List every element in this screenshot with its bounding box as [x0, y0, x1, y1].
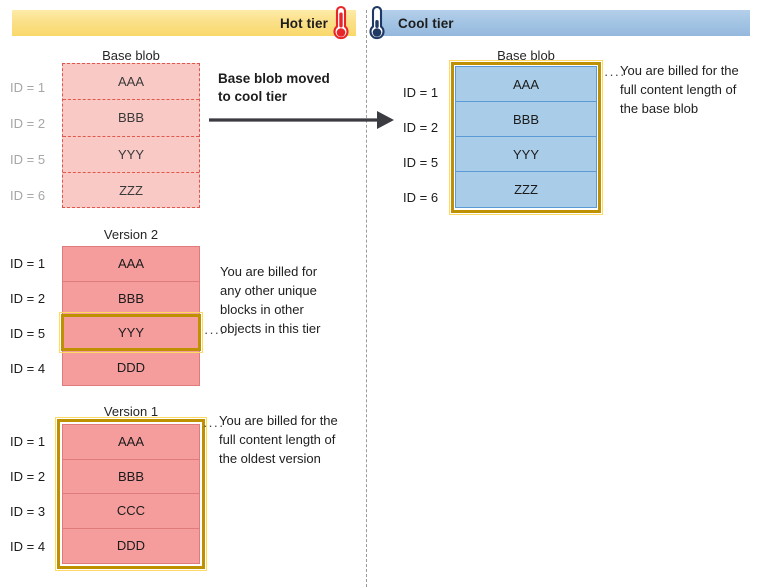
note-line: You are billed for the	[620, 63, 739, 78]
row-id-label: ID = 1	[10, 80, 46, 95]
row-id-label: ID = 6	[403, 190, 439, 205]
note-line: objects in this tier	[220, 321, 321, 336]
table-row: AAA	[456, 67, 596, 102]
hot-base-blob: AAA BBB YYY ZZZ	[62, 63, 200, 208]
table-row: AAA	[63, 64, 199, 101]
row-id-label: ID = 5	[10, 326, 46, 341]
note-line: blocks in other	[220, 302, 304, 317]
note-line: the oldest version	[219, 451, 321, 466]
cool-base-blob: AAA BBB YYY ZZZ	[455, 66, 597, 208]
version1-blob: AAA BBB CCC DDD	[62, 424, 200, 564]
row-id-label: ID = 4	[10, 539, 46, 554]
row-id-label: ID = 2	[10, 116, 46, 131]
table-row: AAA	[63, 247, 199, 282]
cool-base-blob-note: You are billed for the full content leng…	[620, 61, 762, 118]
table-row: DDD	[116, 360, 146, 376]
hot-tier-label: Hot tier	[279, 15, 328, 31]
row-id-label: ID = 4	[10, 361, 46, 376]
row-id-label: ID = 2	[403, 120, 439, 135]
row-id-label: ID = 5	[10, 152, 46, 167]
thermometer-cool-icon	[366, 4, 388, 42]
table-row: YYY	[63, 316, 199, 351]
row-id-label: ID = 1	[10, 434, 46, 449]
transition-label-line1: Base blob moved	[218, 71, 330, 86]
cool-tier-label: Cool tier	[398, 15, 454, 31]
version2-note-leader: ····	[204, 325, 226, 340]
table-row: BBB	[63, 100, 199, 137]
table-row: ZZZ	[514, 182, 538, 197]
note-line: You are billed for the	[219, 413, 338, 428]
table-row: AAA	[63, 425, 199, 460]
note-line: full content length of	[620, 82, 737, 97]
table-row: YYY	[63, 137, 199, 173]
note-line: any other unique	[220, 283, 317, 298]
table-row: BBB	[456, 102, 596, 137]
hot-base-blob-caption: Base blob	[102, 48, 160, 63]
version1-note-leader: ····	[203, 418, 225, 433]
version1-caption: Version 1	[103, 404, 159, 419]
note-line: full content length of	[219, 432, 336, 447]
row-id-label: ID = 2	[10, 291, 46, 306]
transition-label-line2: to cool tier	[218, 89, 288, 104]
cool-tier-banner: Cool tier	[372, 10, 750, 36]
table-row: DDD	[116, 538, 146, 554]
version2-blob: AAA BBB YYY DDD	[62, 246, 200, 386]
row-id-label: ID = 3	[10, 504, 46, 519]
row-id-label: ID = 2	[10, 469, 46, 484]
cool-base-blob-caption: Base blob	[497, 48, 555, 63]
transition-label: Base blob moved to cool tier	[218, 70, 368, 106]
table-row: ZZZ	[119, 183, 143, 199]
version2-caption: Version 2	[103, 227, 159, 242]
note-line: the base blob	[620, 101, 699, 116]
table-row: YYY	[456, 137, 596, 172]
tier-divider	[366, 10, 367, 587]
thermometer-hot-icon	[330, 4, 352, 42]
table-row: BBB	[63, 282, 199, 316]
row-id-label: ID = 6	[10, 188, 46, 203]
version1-note: You are billed for the full content leng…	[219, 411, 369, 468]
row-id-label: ID = 5	[403, 155, 439, 170]
table-row: CCC	[63, 494, 199, 529]
hot-tier-banner: Hot tier	[12, 10, 356, 36]
table-row: BBB	[63, 460, 199, 494]
note-line: You are billed for	[220, 264, 318, 279]
row-id-label: ID = 1	[10, 256, 46, 271]
version2-note: You are billed for any other unique bloc…	[220, 262, 360, 338]
cool-note-leader: ····	[604, 67, 626, 82]
row-id-label: ID = 1	[403, 85, 439, 100]
